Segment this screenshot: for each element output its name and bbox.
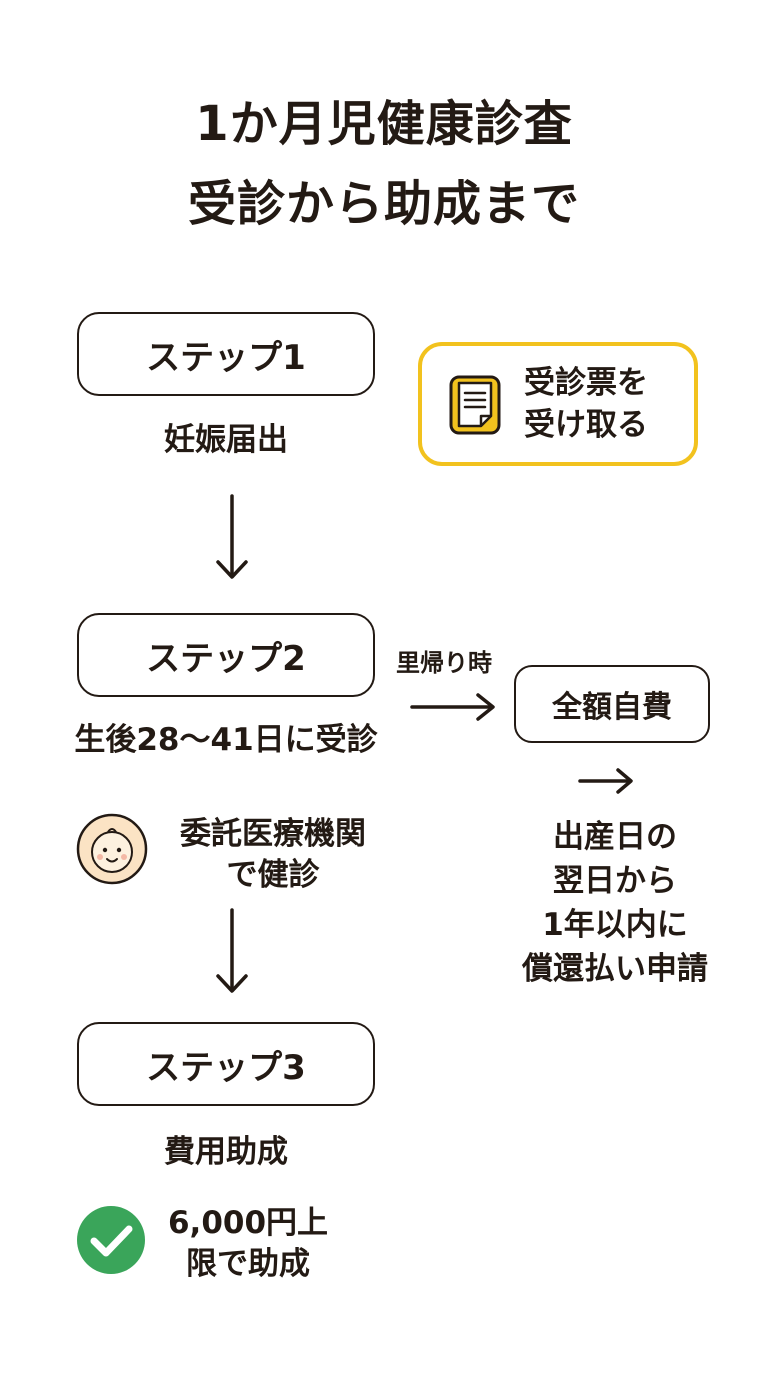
step-1-description: 妊娠届出 [164,422,288,458]
voucher-card-line-2: 受け取る [524,407,648,444]
refund-description: 出産日の 翌日から 1年以内に 償還払い申請 [490,815,740,991]
exam-note: 委託医療機関 で健診 [158,814,388,896]
step-3-box: ステップ3 [77,1022,375,1106]
baby-face-icon [76,813,148,885]
exam-note-line-1: 委託医療機関 [180,816,366,852]
title-line-1: 1か月児健康診査 [195,96,573,152]
voucher-card: 受診票を 受け取る [418,342,698,466]
refund-line-1: 出産日の [553,819,677,855]
refund-line-4: 償還払い申請 [522,951,708,988]
right-arrow-branch [410,693,495,721]
refund-line-2: 翌日から [553,863,677,900]
voucher-card-text: 受診票を 受け取る [524,362,648,446]
step-3-description: 費用助成 [164,1134,288,1170]
down-arrow-2 [216,908,248,993]
subsidy-note-line-2: 限で助成 [186,1245,310,1282]
down-arrow-1 [216,494,248,579]
refund-line-3: 1年以内に [542,907,688,944]
title-line-2: 受診から助成まで [187,176,580,232]
check-circle-icon [77,1206,145,1274]
exam-note-line-2: で健診 [226,856,320,893]
subsidy-note: 6,000円上 限で助成 [150,1203,346,1285]
voucher-card-line-1: 受診票を [524,365,648,401]
right-arrow-refund [578,768,633,794]
branch-condition-label: 里帰り時 [396,649,492,677]
step-1-box: ステップ1 [77,312,375,396]
full-cost-box: 全額自費 [514,665,710,743]
step-2-description: 生後28〜41日に受診 [74,722,378,758]
step-2-box: ステップ2 [77,613,375,697]
document-icon [449,375,501,435]
subsidy-note-line-1: 6,000円上 [167,1205,329,1241]
